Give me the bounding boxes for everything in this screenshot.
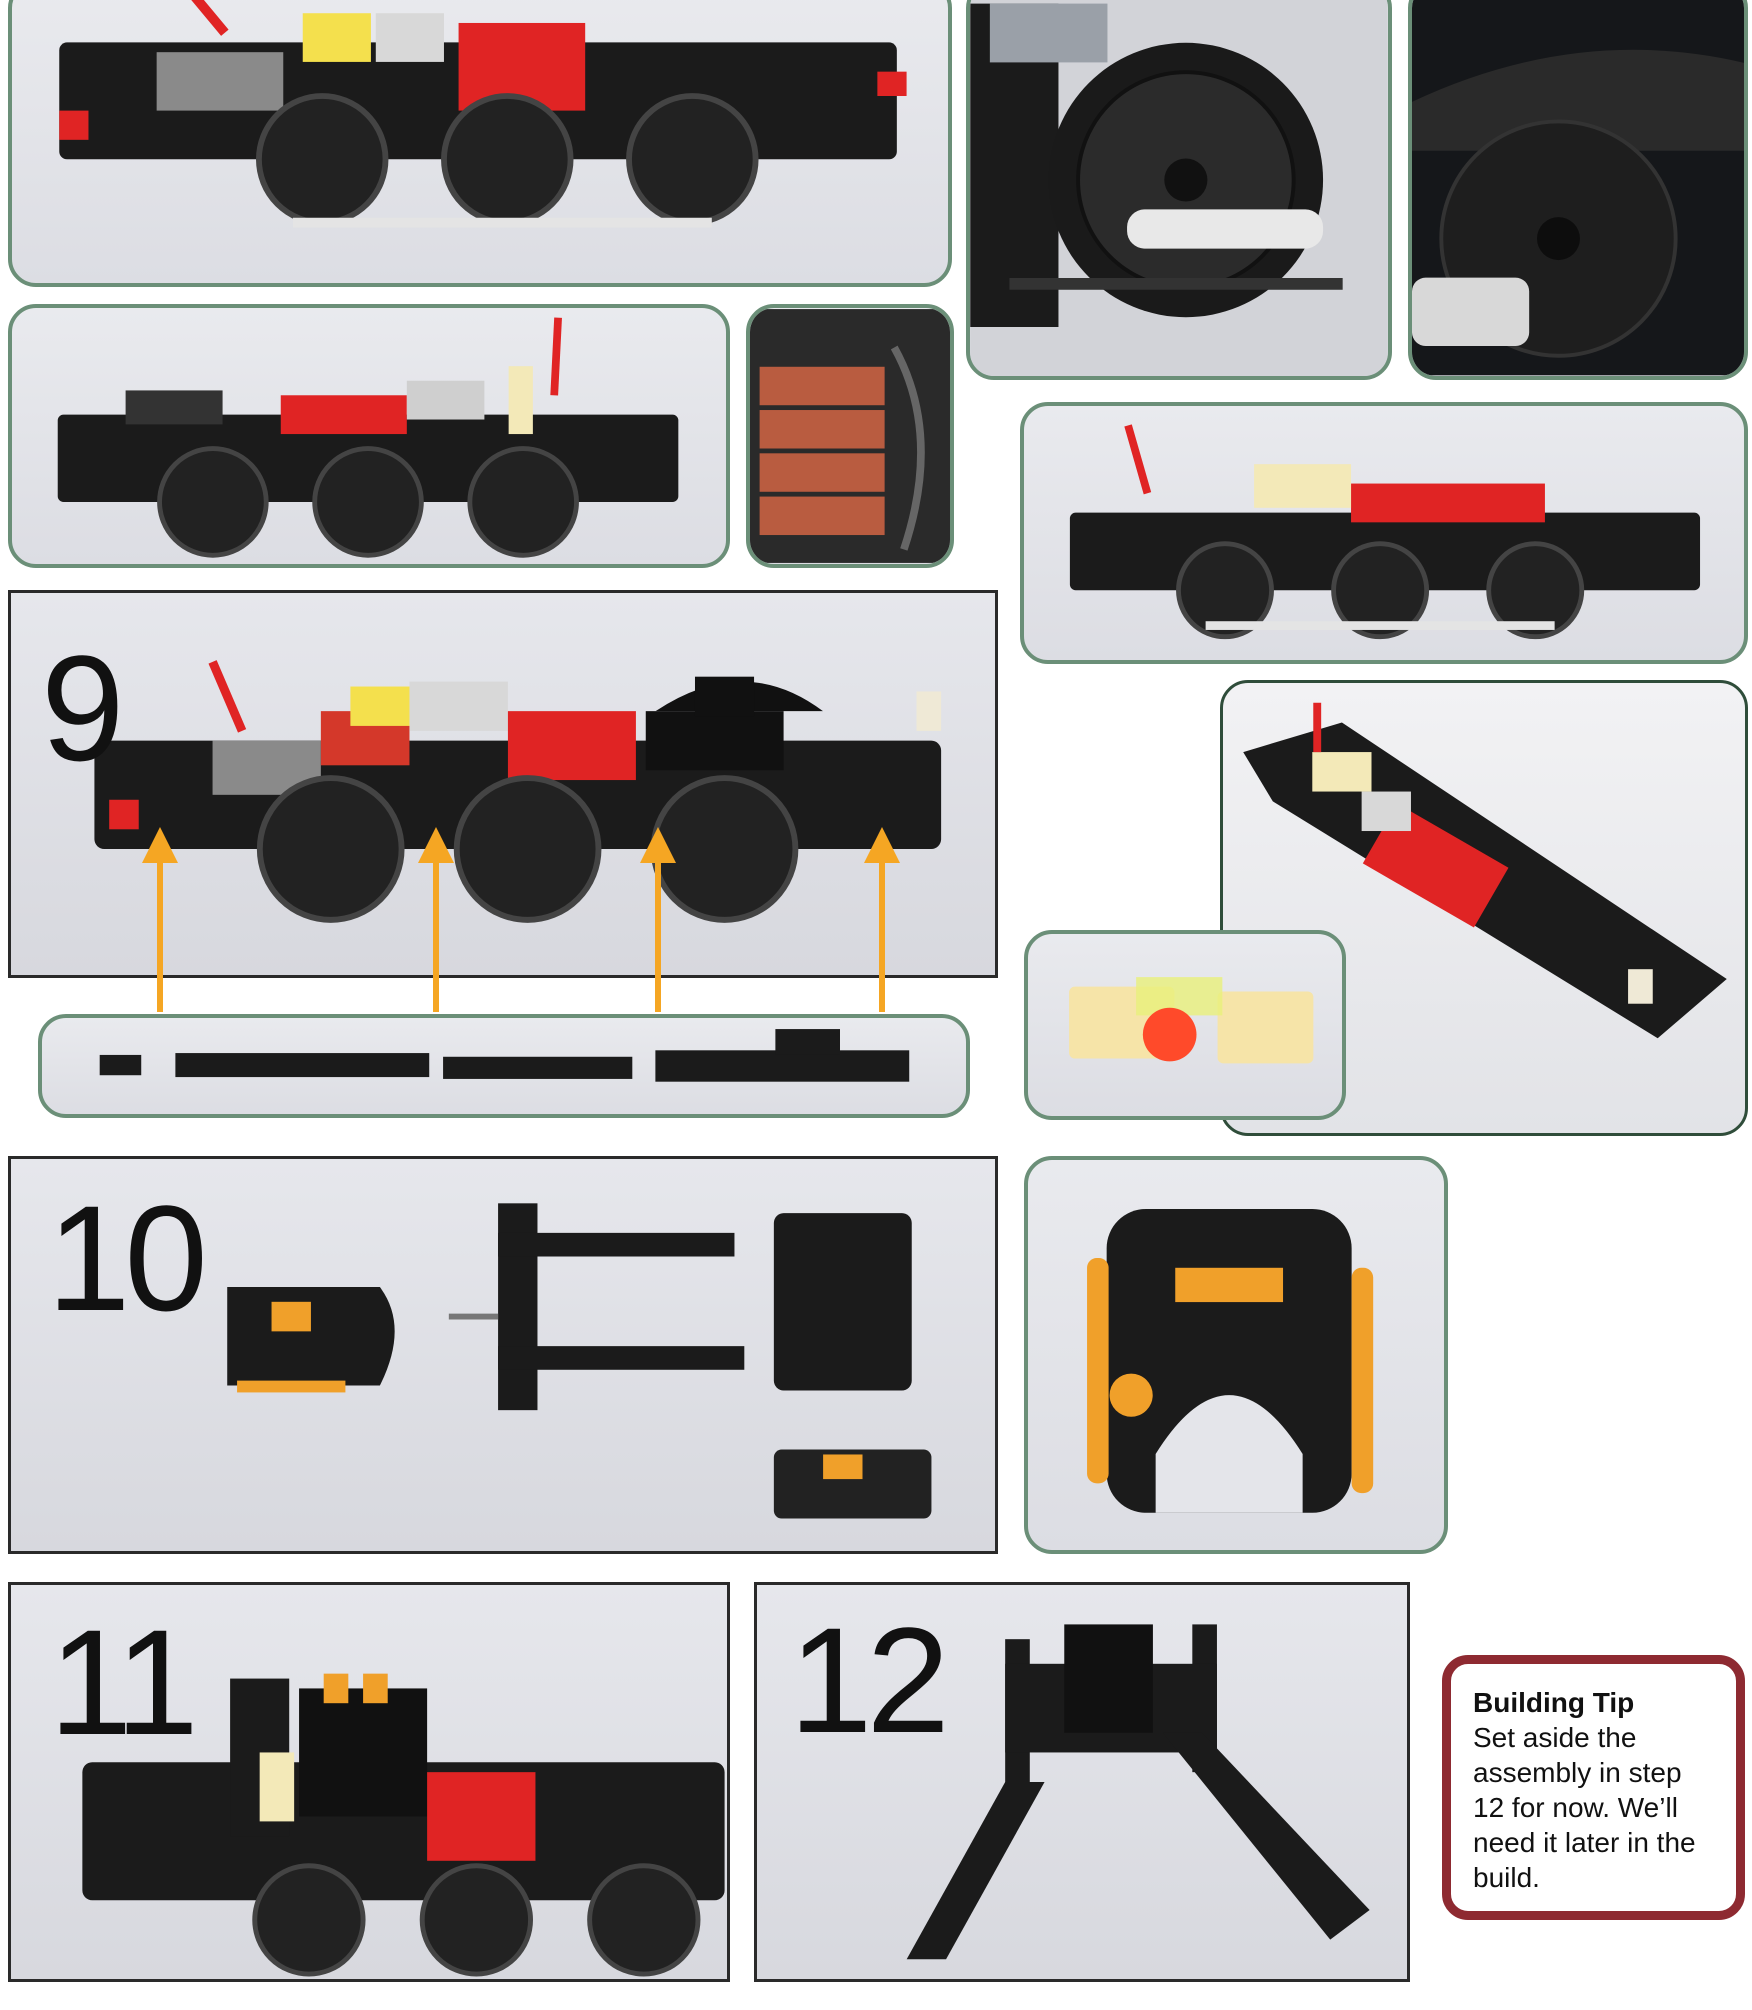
boiler-front-illustration <box>1087 1208 1374 1513</box>
photo-wheel-closeup-left <box>966 0 1392 380</box>
step-9-panel: 9 <box>8 590 998 978</box>
chassis-top-illustration <box>1243 702 1727 1039</box>
chassis-angled-illustration <box>1069 424 1701 640</box>
photo-boiler-front-assembly <box>1024 1156 1448 1554</box>
chassis-side-2-illustration <box>57 317 679 558</box>
photo-chassis-side-top <box>8 0 952 287</box>
small-subassembly-illustration <box>1069 977 1314 1064</box>
building-tip-box: Building Tip Set aside the assembly in s… <box>1442 1655 1745 1920</box>
step-11-panel: 11 <box>8 1582 730 1982</box>
step-12-illustration <box>906 1624 1370 1960</box>
step-11-illustration <box>82 1673 725 1977</box>
step-12-panel: 12 <box>754 1582 1410 1982</box>
building-tip-body: Set aside the assembly in step 12 for no… <box>1473 1722 1696 1893</box>
step-10-number: 10 <box>47 1174 208 1342</box>
photo-small-subassembly <box>1024 930 1346 1120</box>
chassis-illustration <box>59 0 907 228</box>
wheel-closeup-illustration <box>970 0 1388 376</box>
step-11-number: 11 <box>49 1598 199 1766</box>
red-bricks-illustration <box>750 309 950 563</box>
photo-wheel-closeup-right <box>1408 0 1748 380</box>
step-9-illustration <box>94 660 942 923</box>
photo-chassis-side-2 <box>8 304 730 568</box>
step-9-number: 9 <box>41 624 124 792</box>
photo-chassis-angled <box>1020 402 1748 664</box>
photo-chassis-top-view <box>1220 680 1748 1136</box>
step-10-illustration <box>227 1203 932 1519</box>
step-12-number: 12 <box>789 1596 950 1764</box>
step-10-panel: 10 <box>8 1156 998 1554</box>
building-tip-title: Building Tip <box>1473 1687 1635 1718</box>
step-9-parts-strip <box>38 1014 970 1118</box>
photo-red-bricks-closeup <box>746 304 954 568</box>
parts-strip-illustration <box>99 1029 910 1082</box>
wheel-closeup-2-illustration <box>1412 0 1744 376</box>
